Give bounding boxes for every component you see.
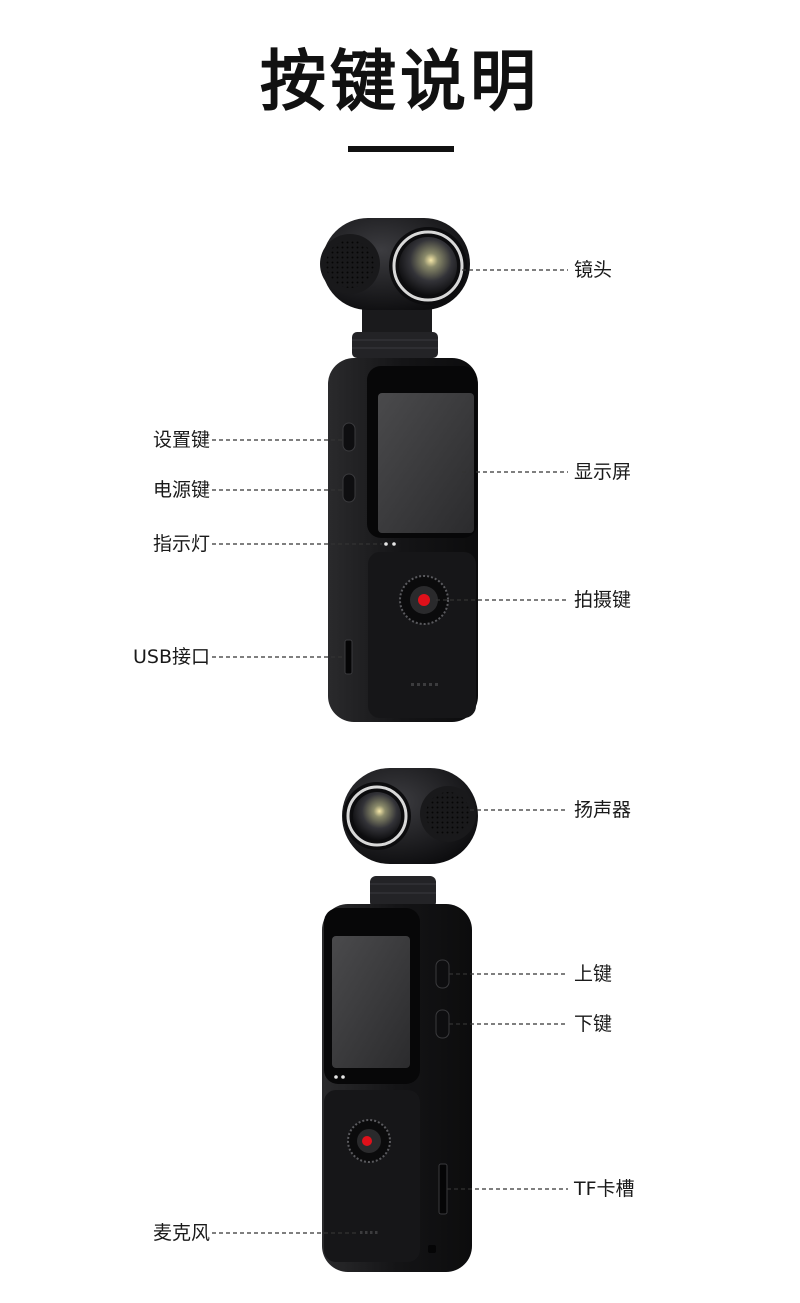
camera-front-view	[320, 218, 478, 722]
label-speaker: 扬声器	[574, 799, 632, 821]
up-button	[435, 959, 450, 989]
gimbal-neck	[352, 332, 438, 358]
settings-button	[342, 422, 356, 452]
indicator-light	[384, 542, 388, 546]
display-screen-back	[332, 936, 410, 1068]
lens-icon	[399, 237, 457, 295]
leader-lines	[212, 269, 568, 1234]
gimbal-neck-back	[370, 876, 436, 908]
shutter-red-dot	[418, 594, 430, 606]
bottom-port	[428, 1245, 436, 1253]
lens-back-icon	[353, 792, 401, 840]
label-tf: TF卡槽	[574, 1178, 635, 1200]
label-power: 电源键	[152, 479, 210, 501]
label-down: 下键	[574, 1013, 613, 1035]
lower-panel-back	[324, 1090, 420, 1262]
label-screen: 显示屏	[574, 461, 632, 483]
page-title: 按键说明	[260, 43, 540, 120]
label-shutter: 拍摄键	[574, 589, 632, 611]
camera-back-view	[322, 768, 478, 1272]
title-underline	[348, 146, 454, 152]
tf-card-slot	[438, 1163, 448, 1215]
lower-panel	[368, 552, 476, 718]
label-lens: 镜头	[574, 259, 613, 281]
usb-port	[344, 639, 353, 675]
label-indicator: 指示灯	[152, 533, 210, 555]
display-screen	[378, 393, 474, 533]
label-mic: 麦克风	[152, 1222, 210, 1244]
down-button	[435, 1009, 450, 1039]
power-button	[342, 473, 356, 503]
label-usb: USB接口	[132, 646, 210, 668]
label-settings: 设置键	[152, 429, 210, 451]
microphone-holes	[360, 1231, 363, 1234]
label-up: 上键	[574, 963, 613, 985]
